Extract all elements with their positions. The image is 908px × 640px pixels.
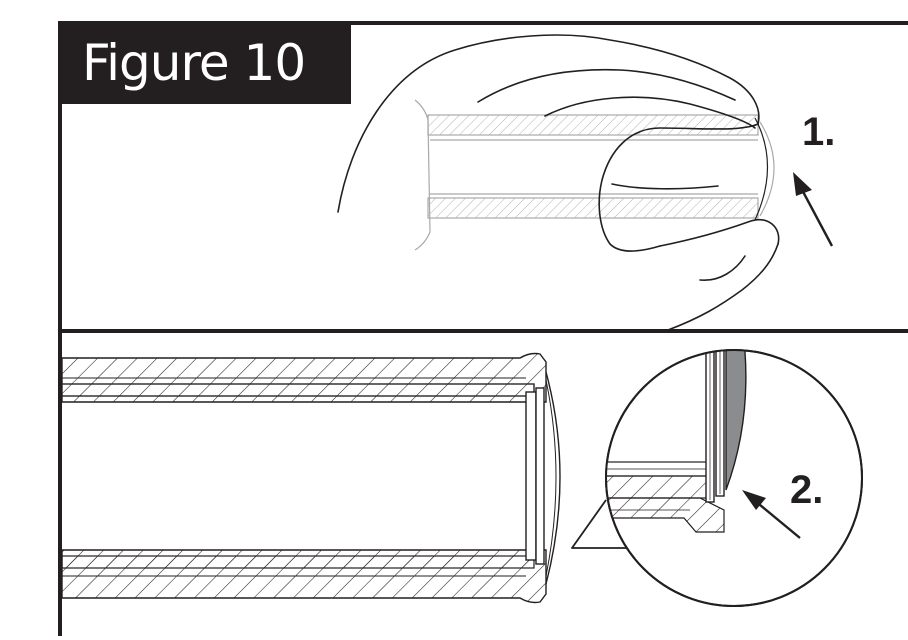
arrow-2: [742, 490, 801, 539]
tube-section: [61, 352, 561, 604]
step-1-label: 1.: [802, 110, 836, 154]
detail-callout: [571, 349, 863, 607]
arrow-1: [793, 172, 834, 247]
tube-faint: [414, 99, 775, 251]
top-panel: [337, 34, 834, 331]
step-2-label: 2.: [790, 468, 824, 512]
bottom-panel: [61, 349, 863, 607]
hand-outline: [337, 34, 780, 331]
figure-title: Figure 10: [58, 22, 351, 104]
